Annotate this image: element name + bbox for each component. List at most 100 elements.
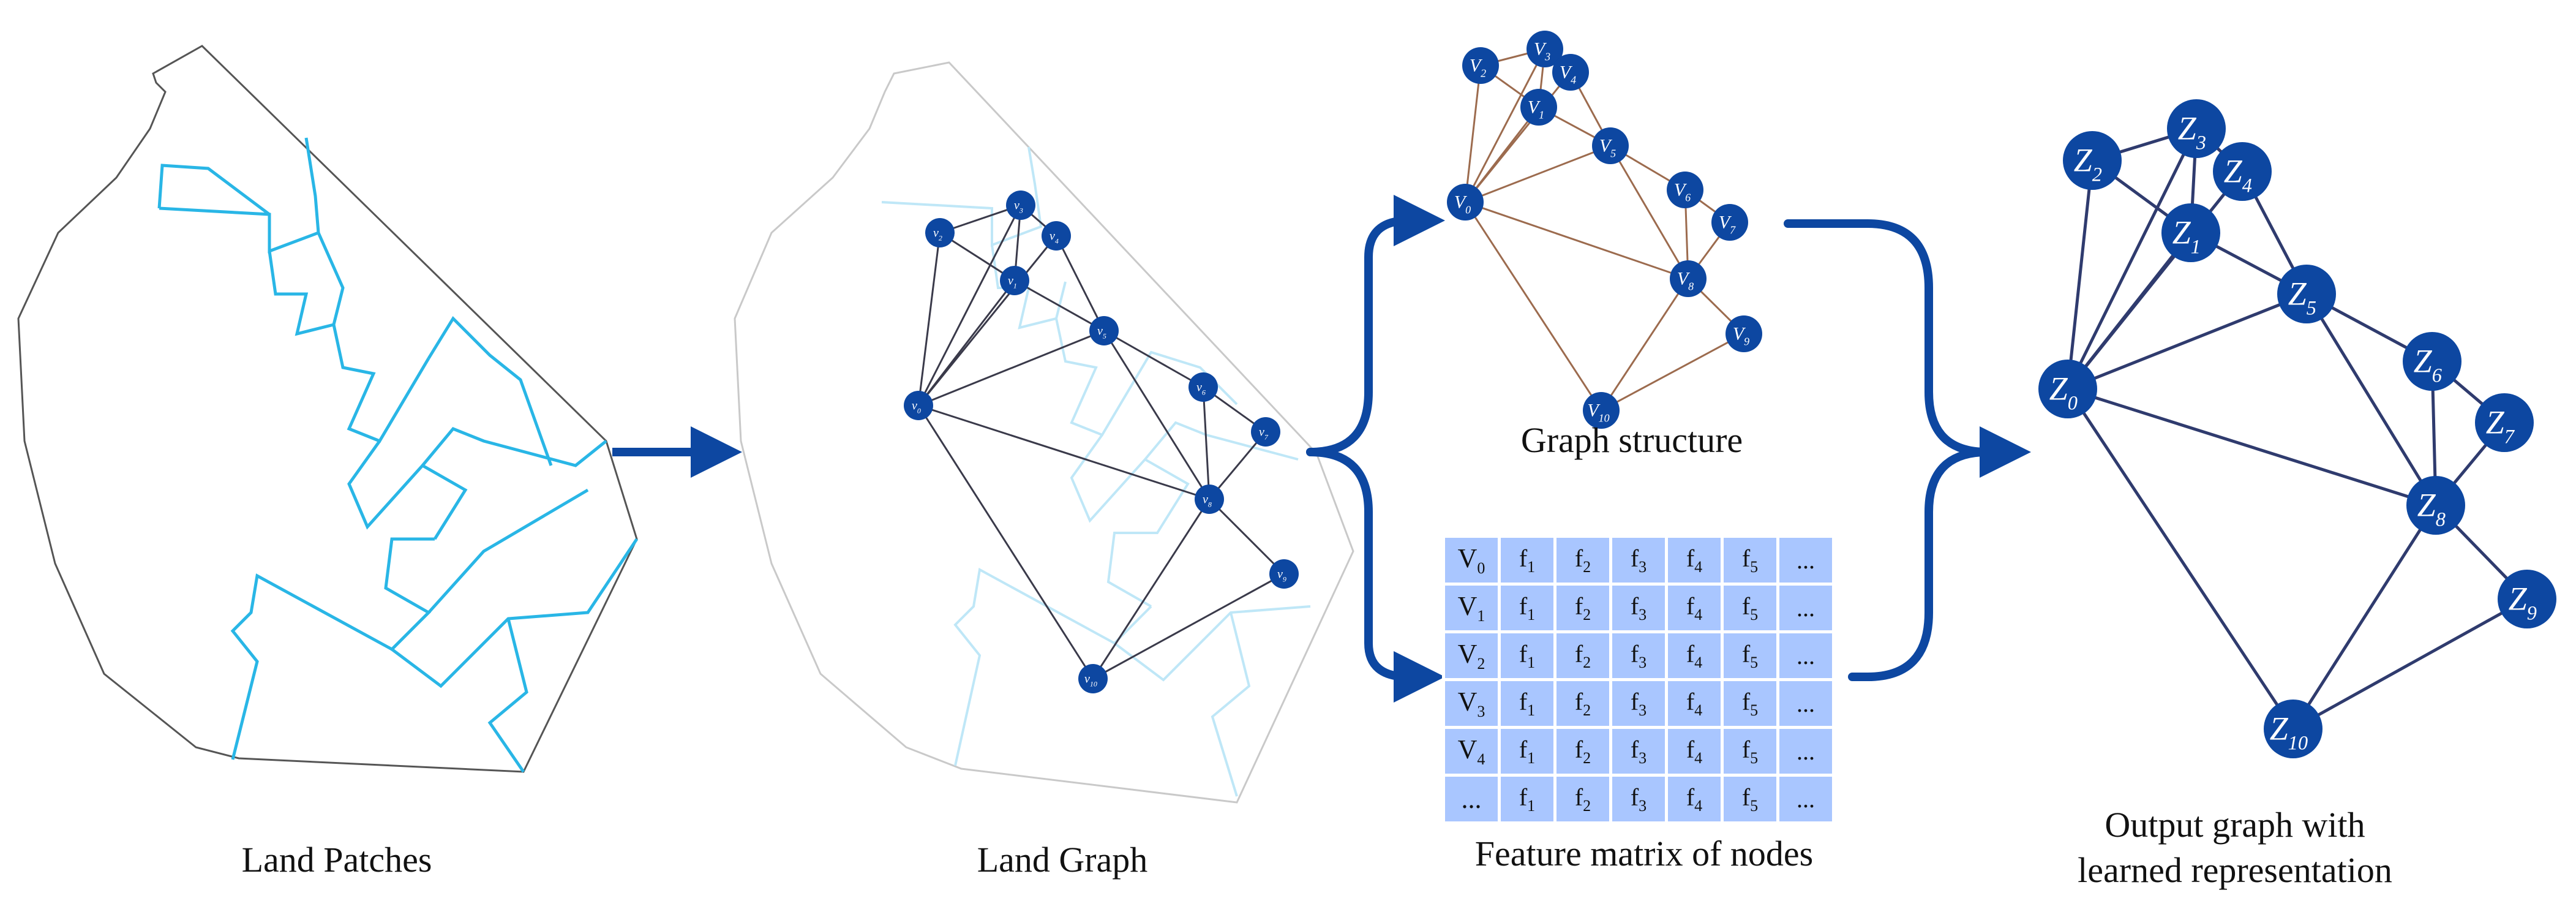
land-patches-map: [17, 45, 639, 773]
graph-node: [1195, 485, 1224, 514]
graph-node: [2063, 131, 2122, 190]
graph-node: [2038, 360, 2097, 418]
land-graph-outline: [734, 61, 1354, 804]
feature-cell: f4: [1668, 633, 1721, 678]
feature-cell: ...: [1779, 586, 1832, 630]
feature-cell: f5: [1724, 729, 1776, 774]
graph-edge: [2305, 293, 2438, 507]
feature-cell: ...: [1779, 729, 1832, 774]
graph-node: [1711, 204, 1748, 241]
graph-node: [1078, 664, 1108, 693]
graph-edge: [2066, 127, 2198, 390]
graph-edge: [917, 405, 1094, 679]
feature-cell: f5: [1724, 681, 1776, 726]
graph-edge: [1600, 278, 1689, 411]
feature-cell: f1: [1501, 777, 1553, 821]
caption-output-line2: learned representation: [2078, 850, 2392, 890]
graph-edge: [917, 232, 941, 406]
feature-cell: f5: [1724, 633, 1776, 678]
feature-cell: f4: [1668, 681, 1721, 726]
graph-edge: [1464, 202, 1602, 411]
graph-node: [1583, 392, 1620, 429]
caption-land-graph: Land Graph: [977, 840, 1148, 880]
graph-node: [2264, 700, 2323, 758]
graph-edge: [1208, 498, 1285, 575]
caption-feature-matrix: Feature matrix of nodes: [1474, 834, 1814, 873]
caption-graph-structure: Graph structure: [1520, 420, 1743, 460]
feature-cell: f4: [1668, 777, 1721, 821]
graph-node: [2167, 99, 2226, 158]
graph-edge: [2292, 597, 2528, 731]
graph-node: [1592, 127, 1629, 164]
graph-node: [2403, 332, 2461, 391]
feature-cell: ...: [1779, 538, 1832, 583]
graph-edge: [2067, 292, 2307, 391]
feature-cell: f3: [1612, 586, 1665, 630]
graph-edge: [1464, 65, 1482, 203]
feature-cell: f3: [1612, 777, 1665, 821]
graph-edge: [917, 205, 1022, 406]
feature-cell: f2: [1556, 729, 1609, 774]
feature-cell: f3: [1612, 633, 1665, 678]
feature-cell: V4: [1445, 729, 1498, 774]
feature-cell: f2: [1556, 538, 1609, 583]
parcel-boundaries: [157, 137, 639, 773]
graph-edge: [2066, 160, 2094, 390]
graph-edge: [1103, 330, 1204, 388]
graph-edge: [2066, 388, 2295, 730]
graph-edge: [2291, 504, 2438, 730]
feature-cell: f1: [1501, 681, 1553, 726]
graph-edge: [1465, 201, 1689, 280]
feature-cell: f2: [1556, 633, 1609, 678]
graph-node: [1447, 184, 1484, 221]
graph-edge: [1464, 72, 1572, 203]
graph-edge: [1601, 333, 1744, 412]
graph-node: [1667, 172, 1703, 208]
graph-edge: [939, 232, 1015, 282]
feature-cell: ...: [1779, 633, 1832, 678]
graph-node: [1670, 260, 1707, 297]
feature-cell: f5: [1724, 538, 1776, 583]
graph-edge: [918, 404, 1210, 500]
graph-edge: [1014, 279, 1105, 332]
feature-cell: f2: [1556, 586, 1609, 630]
feature-cell: f3: [1612, 729, 1665, 774]
graph-edge: [2067, 170, 2244, 390]
feature-cell: ...: [1445, 777, 1498, 821]
caption-output-line1: Output graph with: [2105, 805, 2365, 845]
feature-cell: f4: [1668, 586, 1721, 630]
graph-node: [2498, 570, 2556, 628]
feature-cell: f5: [1724, 586, 1776, 630]
graph-edge: [2067, 387, 2436, 507]
graph-node: [1725, 315, 1762, 352]
graph-edge: [1464, 48, 1546, 203]
graph-node: [925, 218, 955, 247]
graph-edge: [1092, 499, 1211, 679]
feature-cell: f3: [1612, 681, 1665, 726]
graph-node: [2475, 393, 2534, 452]
feature-cell: f2: [1556, 681, 1609, 726]
graph-node: [1526, 31, 1563, 67]
graph-node: [904, 391, 933, 420]
graph-node: [1520, 89, 1557, 126]
feature-cell: f4: [1668, 729, 1721, 774]
graph-node: [2277, 265, 2336, 323]
merge-brace: [1784, 219, 1991, 681]
feature-cell: f1: [1501, 633, 1553, 678]
feature-cell: f1: [1501, 538, 1553, 583]
graph-node: [2213, 142, 2272, 201]
feature-cell: ...: [1779, 681, 1832, 726]
graph-edge: [1202, 387, 1211, 500]
graph-node: [2161, 203, 2220, 262]
graph-node: [1251, 417, 1280, 447]
graph-node: [1269, 559, 1299, 589]
graph-node: [1188, 372, 1218, 402]
split-brace: [1306, 216, 1413, 681]
caption-land-patches: Land Patches: [241, 840, 432, 880]
